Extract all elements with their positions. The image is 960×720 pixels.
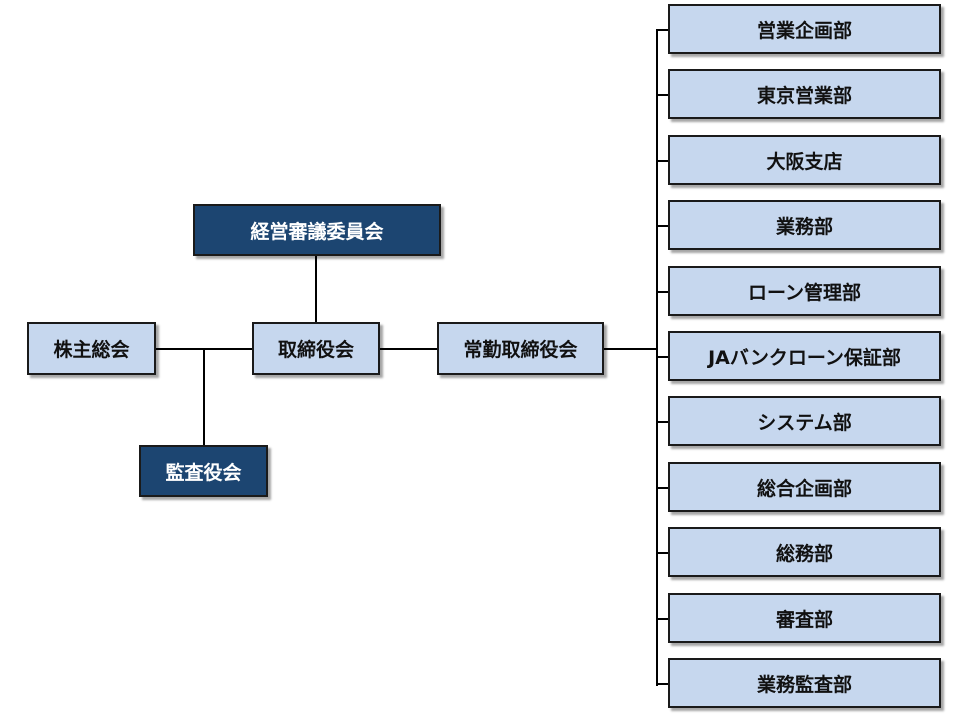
department-connector <box>656 225 668 227</box>
department-connector <box>656 552 668 554</box>
department-connector <box>656 160 668 162</box>
department-node: 東京営業部 <box>668 69 941 119</box>
department-connector <box>656 94 668 96</box>
department-connector <box>656 356 668 358</box>
connector-management-council <box>315 256 317 322</box>
department-connector <box>656 291 668 293</box>
department-node: JAバンクローン保証部 <box>668 331 941 381</box>
department-node: 審査部 <box>668 593 941 643</box>
department-connector <box>656 421 668 423</box>
connector-board-executive <box>380 348 437 350</box>
executive-directors-node: 常勤取締役会 <box>437 322 604 375</box>
department-node: ローン管理部 <box>668 266 941 316</box>
department-connector <box>656 618 668 620</box>
connector-auditors <box>203 348 205 445</box>
department-node: 営業企画部 <box>668 4 941 54</box>
department-connector <box>656 487 668 489</box>
department-node: 総務部 <box>668 527 941 577</box>
shareholders-node: 株主総会 <box>27 322 156 375</box>
department-connector <box>656 683 668 685</box>
connector-executive-trunk <box>604 348 657 350</box>
department-node: システム部 <box>668 396 941 446</box>
department-node: 業務監査部 <box>668 658 941 708</box>
board-node: 取締役会 <box>252 322 380 375</box>
department-node: 総合企画部 <box>668 462 941 512</box>
department-connector <box>656 29 668 31</box>
department-node: 業務部 <box>668 200 941 250</box>
department-node: 大阪支店 <box>668 135 941 185</box>
management-council-node: 経営審議委員会 <box>193 204 441 256</box>
auditors-node: 監査役会 <box>139 445 268 497</box>
